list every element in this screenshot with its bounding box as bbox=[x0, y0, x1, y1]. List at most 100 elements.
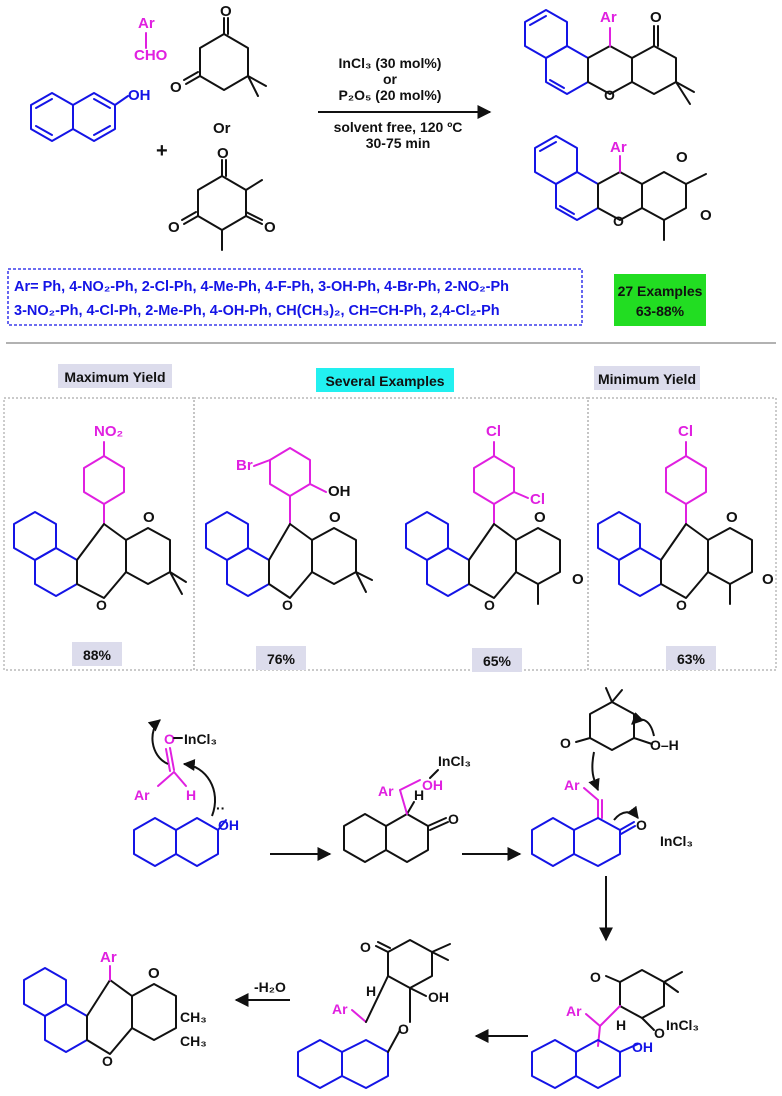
mech5-oh: OH bbox=[428, 989, 449, 1005]
dimedone: O O bbox=[170, 3, 267, 97]
ex3-ring-o: O bbox=[484, 597, 495, 613]
ex3-yield: 65% bbox=[483, 653, 512, 669]
ar-list-box bbox=[7, 268, 583, 326]
mech-final-product: O Ar O CH₃ CH₃ bbox=[23, 949, 207, 1069]
mech1-h: H bbox=[186, 787, 196, 803]
barb-o3: O bbox=[264, 219, 276, 236]
min-yield-label: Minimum Yield bbox=[598, 371, 696, 387]
ex4-o1: O bbox=[726, 509, 738, 526]
examples-badge bbox=[614, 274, 706, 326]
mech4-incl3: InCl₃ bbox=[666, 1017, 699, 1033]
max-yield-badge bbox=[58, 364, 172, 388]
example-1: NO₂ O O 88% bbox=[13, 423, 187, 666]
mech2-h: H bbox=[414, 787, 424, 803]
mech3-o: O bbox=[636, 817, 647, 833]
mech3-ar: Ar bbox=[564, 777, 580, 793]
mech1-lone-pair: ·· bbox=[216, 800, 225, 816]
mech3-dim-o: O bbox=[560, 735, 571, 751]
mech1-ar: Ar bbox=[134, 787, 150, 803]
ex2-ketone-o: O bbox=[329, 509, 341, 526]
ex4-cl: Cl bbox=[678, 423, 693, 440]
example-4: Cl O O O 63% bbox=[597, 423, 774, 670]
examples-range: 63-88% bbox=[636, 303, 685, 319]
ar-list-line1: Ar= Ph, 4-NO₂-Ph, 2-Cl-Ph, 4-Me-Ph, 4-F-… bbox=[14, 279, 509, 295]
product2-ar: Ar bbox=[610, 139, 627, 156]
mech4-o1: O bbox=[590, 969, 601, 985]
product-pyranopyrimidine: O Ar O O bbox=[534, 135, 712, 241]
ex2-ring-o: O bbox=[282, 597, 293, 613]
mech5-ar: Ar bbox=[332, 1001, 348, 1017]
mech-step5: O H OH Ar O bbox=[297, 939, 451, 1089]
final-ch3-2: CH₃ bbox=[180, 1033, 207, 1049]
product2-o1: O bbox=[676, 149, 688, 166]
cond-p2o5: P₂O₅ (20 mol%) bbox=[339, 87, 442, 103]
or-label: Or bbox=[213, 120, 231, 137]
final-ketone-o: O bbox=[148, 965, 160, 982]
water-loss: -H₂O bbox=[254, 979, 286, 995]
ex2-yield: 76% bbox=[267, 651, 296, 667]
example-2: Br OH O O 76% bbox=[205, 447, 373, 670]
plus-sign: + bbox=[156, 140, 168, 162]
ex3-o1: O bbox=[534, 509, 546, 526]
mech3-incl3: InCl₃ bbox=[660, 833, 693, 849]
max-yield-label: Maximum Yield bbox=[64, 369, 165, 385]
several-label: Several Examples bbox=[325, 373, 444, 389]
naphthol-ring-a bbox=[30, 92, 74, 142]
naphthol: OH bbox=[30, 87, 151, 142]
product-ar: Ar bbox=[600, 9, 617, 26]
mech-step3: O O–H Ar O InCl₃ bbox=[531, 687, 693, 867]
ar-list-line2: 3-NO₂-Ph, 4-Cl-Ph, 2-Me-Ph, 4-OH-Ph, CH(… bbox=[14, 303, 500, 319]
mech-step2: O H Ar OH InCl₃ bbox=[343, 753, 471, 863]
mech5-o2: O bbox=[398, 1021, 409, 1037]
mech1-incl3: InCl₃ bbox=[184, 731, 217, 747]
ex1-yield: 88% bbox=[83, 647, 112, 663]
barb-o2: O bbox=[168, 219, 180, 236]
mech1-oh: OH bbox=[218, 817, 239, 833]
ex4-o2: O bbox=[762, 571, 774, 588]
dimedone-o2: O bbox=[170, 79, 182, 96]
mech5-o1: O bbox=[360, 939, 371, 955]
mech-step1: O InCl₃ H Ar ·· OH bbox=[133, 719, 239, 867]
cond-time: 30-75 min bbox=[366, 135, 431, 151]
ex1-no2: NO₂ bbox=[94, 423, 123, 440]
mech4-ar: Ar bbox=[566, 1003, 582, 1019]
ex2-br: Br bbox=[236, 457, 253, 474]
mech2-o: O bbox=[448, 811, 459, 827]
cond-or: or bbox=[383, 71, 398, 87]
product2-ring-o: O bbox=[613, 213, 624, 229]
final-ar: Ar bbox=[100, 949, 117, 966]
cond-incl3: InCl₃ (30 mol%) bbox=[339, 55, 442, 71]
product-ketone-o: O bbox=[650, 9, 662, 26]
aldehyde-cho-label: CHO bbox=[134, 47, 168, 64]
example-3: Cl Cl O O O 65% bbox=[405, 423, 584, 672]
final-ring-o: O bbox=[102, 1053, 113, 1069]
dimethylbarbituric: O O O bbox=[168, 145, 276, 251]
mech2-incl3: InCl₃ bbox=[438, 753, 471, 769]
several-badge bbox=[316, 368, 454, 392]
mech4-o2: O bbox=[654, 1025, 665, 1041]
product2-o2: O bbox=[700, 207, 712, 224]
min-yield-badge bbox=[594, 366, 700, 390]
barb-o1: O bbox=[217, 145, 229, 162]
dimedone-o1: O bbox=[220, 3, 232, 20]
cond-solvent: solvent free, 120 ºC bbox=[334, 119, 463, 135]
mech3-oh: O–H bbox=[650, 737, 679, 753]
mech4-h: H bbox=[616, 1017, 626, 1033]
ex2-oh: OH bbox=[328, 483, 351, 500]
mech-step4: O O InCl₃ H Ar OH bbox=[531, 969, 699, 1089]
ex3-cl2: Cl bbox=[530, 491, 545, 508]
ex1-ketone-o: O bbox=[143, 509, 155, 526]
mech2-ar: Ar bbox=[378, 783, 394, 799]
final-ch3-1: CH₃ bbox=[180, 1009, 207, 1025]
ex3-cl1: Cl bbox=[486, 423, 501, 440]
naphthol-ring-b bbox=[72, 92, 116, 142]
naphthol-oh-label: OH bbox=[128, 87, 151, 104]
ex4-yield: 63% bbox=[677, 651, 706, 667]
aldehyde-ar-label: Ar bbox=[138, 15, 155, 32]
product-xanthenone: O Ar O bbox=[524, 9, 695, 105]
ex3-o2: O bbox=[572, 571, 584, 588]
ex1-ring-o: O bbox=[96, 597, 107, 613]
product-ring-o: O bbox=[604, 87, 615, 103]
aldehyde: Ar CHO bbox=[134, 15, 168, 64]
